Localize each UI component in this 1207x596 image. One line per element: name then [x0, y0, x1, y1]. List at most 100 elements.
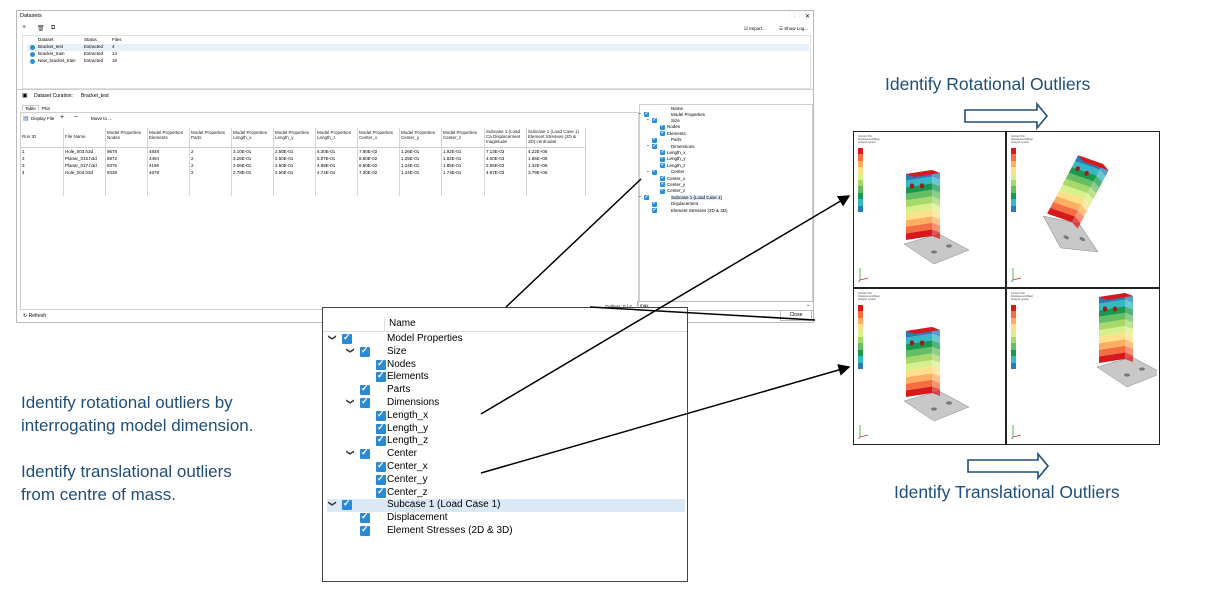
mini-tree-checkbox[interactable]: [644, 194, 649, 201]
mini-tree-checkbox[interactable]: [652, 200, 657, 207]
mini-tree-checkbox[interactable]: [652, 207, 657, 213]
display-file-button[interactable]: Display File: [31, 116, 55, 121]
table-cell: 4.89E-01: [317, 163, 336, 168]
add-row-button[interactable]: +: [60, 114, 65, 121]
splitter[interactable]: [17, 89, 813, 90]
refresh-button[interactable]: ↻ Refresh: [23, 313, 47, 319]
tree-item-label: Center: [387, 448, 418, 460]
mini-tree-checkbox[interactable]: [652, 168, 657, 175]
tree-checkbox[interactable]: [360, 345, 370, 357]
mini-tree-chevron-icon[interactable]: ⌄: [638, 110, 642, 115]
close-button[interactable]: Close: [780, 310, 812, 321]
mini-tree-label: Element Stresses (2D & 3D): [671, 207, 728, 213]
mini-tree-checkbox[interactable]: [652, 117, 657, 124]
mini-tree-checkbox[interactable]: [652, 136, 657, 143]
contour-title: Contour Plot: [1011, 135, 1025, 138]
tree-item-label: Length_z: [387, 435, 429, 447]
datasets-window: Datasets ⋮⋮⋮ ✕ + 🗑 ⧉ ☑ Import... ☰ Show …: [16, 10, 814, 323]
tab-table[interactable]: Table: [22, 105, 39, 111]
close-icon[interactable]: ✕: [805, 14, 811, 20]
tree-checkbox[interactable]: [376, 473, 386, 485]
mini-tree-checkbox[interactable]: [660, 155, 665, 162]
mini-tree-checkbox[interactable]: [660, 162, 665, 169]
table-cell: 1.82E-01: [443, 156, 462, 161]
table-cell: 3.26E-01: [233, 156, 252, 161]
mini-tree-label: Center_z: [667, 188, 686, 194]
tree-checkbox[interactable]: [376, 486, 386, 498]
refresh-label: Refresh: [28, 313, 47, 319]
col-header: Model Properties Length_x: [233, 130, 268, 140]
mini-tree-checkbox[interactable]: [660, 187, 665, 194]
mini-tree-checkbox[interactable]: [660, 130, 665, 137]
tree-checkbox[interactable]: [376, 460, 386, 472]
tree-item-label: Center_y: [387, 473, 428, 485]
import-button[interactable]: ☑ Import...: [744, 26, 766, 31]
table-cell: 5.30E-01: [317, 149, 336, 154]
bracket-model: [1011, 155, 1109, 282]
mini-tree-checkbox[interactable]: [652, 143, 657, 149]
mini-tree-checkbox[interactable]: [644, 111, 649, 117]
table-cell: 4.67E-03: [486, 170, 505, 175]
tree-checkbox[interactable]: [360, 383, 370, 396]
mini-tree-chevron-icon[interactable]: ⌄: [646, 142, 650, 147]
rotational-arrow: [480, 195, 851, 415]
dataset-files: 14: [112, 51, 118, 56]
display-file-icon: ▤: [23, 116, 29, 122]
show-log-label: Show Log...: [784, 26, 809, 31]
mini-tree-label: Center_x: [667, 175, 686, 181]
move-to-button[interactable]: Move to ...: [91, 116, 113, 121]
delete-icon[interactable]: 🗑: [37, 26, 45, 32]
dataset-list: [22, 35, 811, 89]
tree-checkbox[interactable]: [376, 434, 386, 447]
rotational-line-1: Identify rotational outliers by: [21, 393, 233, 412]
table-cell: 8.60E-02: [359, 156, 378, 161]
table-cell: 2: [191, 163, 194, 168]
mini-tree-checkbox[interactable]: [660, 149, 665, 156]
tree-checkbox[interactable]: [376, 358, 386, 370]
bracket-model: [1011, 293, 1157, 439]
tree-header-name: Name: [389, 318, 416, 329]
mini-tree-checkbox[interactable]: [660, 175, 665, 181]
properties-tree-zoom: Name ❯Model Properties❯SizeNodesElements…: [322, 307, 688, 582]
add-icon[interactable]: +: [22, 24, 27, 31]
tab-plot[interactable]: Plot: [42, 106, 50, 111]
table-cell: 4.00E-03: [486, 156, 505, 161]
tree-item-label: Center_x: [387, 461, 428, 472]
analysis-system: Analysis system: [1011, 298, 1029, 301]
table-cell: 4848: [149, 149, 160, 154]
zoom-line-right: [589, 306, 816, 321]
tree-checkbox[interactable]: [360, 396, 370, 408]
mini-tree-chevron-icon[interactable]: ⌄: [646, 116, 650, 122]
copy-icon[interactable]: ⧉: [51, 25, 56, 31]
show-log-button[interactable]: ☰ Show Log...: [779, 26, 809, 31]
tree-checkbox[interactable]: [360, 447, 370, 460]
mini-tree-chevron-icon[interactable]: ⌄: [646, 167, 650, 173]
table-cell: 8.50E-02: [359, 163, 378, 168]
dataset-row[interactable]: New_bracket_train Extracted 16: [27, 58, 809, 65]
tree-checkbox[interactable]: [360, 511, 370, 524]
tree-checkbox[interactable]: [376, 409, 386, 421]
mini-tree-checkbox[interactable]: [660, 123, 665, 130]
dataset-row[interactable]: Bracket_train Extracted 14: [27, 51, 809, 58]
outliers-select[interactable]: max ⌄: [637, 301, 814, 311]
chevron-down-icon: ⌄: [806, 302, 811, 308]
tree-checkbox[interactable]: [376, 370, 386, 383]
col-header: Model Properties Length_y: [275, 130, 310, 140]
dataset-row[interactable]: Bracket_test Extracted 4: [27, 44, 809, 51]
tree-checkbox[interactable]: [360, 524, 370, 536]
tree-checkbox[interactable]: [342, 498, 352, 511]
mini-tree-checkbox[interactable]: [660, 181, 665, 188]
tree-row-selected: [327, 499, 685, 512]
contour-legend: [1011, 305, 1016, 369]
mini-tree-label: Length_z: [667, 162, 686, 168]
dataset-name: Bracket_train: [38, 51, 65, 56]
tree-checkbox[interactable]: [342, 332, 352, 344]
tree-checkbox[interactable]: [376, 422, 386, 434]
mini-tree-header: Name: [671, 106, 684, 111]
remove-row-button[interactable]: −: [74, 114, 79, 121]
mini-tree-chevron-icon[interactable]: ⌄: [638, 193, 642, 199]
